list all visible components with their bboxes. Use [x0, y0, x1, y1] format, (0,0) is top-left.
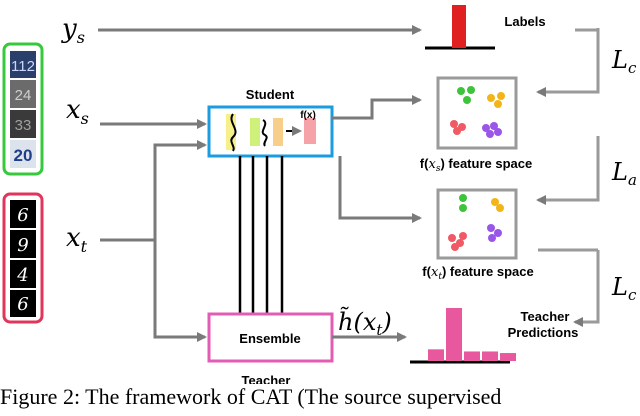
framework-diagram: 112 24 33 20 6 9 4 6 ys xs xt Student f(…	[2, 5, 637, 384]
prediction-bar	[446, 308, 462, 361]
target-feature-space	[436, 188, 518, 260]
teacher-predictions-title-1: Teacher	[521, 309, 570, 324]
target-digits-strip: 6 9 4 6	[2, 192, 44, 324]
target-feature-caption: f(xt) feature space	[422, 264, 533, 282]
source-digits-strip: 112 24 33 20	[2, 42, 44, 176]
teacher-predictions-chart	[410, 308, 516, 364]
student-box: Student f(x)	[207, 87, 334, 158]
xt-arrow-to-ensemble	[153, 240, 207, 342]
labels-title: Labels	[504, 14, 545, 29]
source-digit-0: 112	[11, 58, 35, 75]
prediction-bar	[482, 351, 498, 361]
fx-label: f(x)	[300, 110, 316, 121]
labels-chart: Labels	[425, 5, 546, 50]
student-to-source-feature-arrow	[332, 95, 422, 120]
loss-lc-bottom: Lc	[611, 273, 637, 304]
source-digit-2: 33	[15, 117, 32, 134]
xt-label: xt	[66, 223, 88, 256]
ys-label: ys	[61, 14, 85, 47]
loss-lc-top: Lc	[611, 46, 637, 77]
prediction-bar	[500, 353, 516, 361]
loss-la: La	[611, 158, 637, 189]
target-digit-3: 6	[17, 294, 28, 315]
prediction-bar	[428, 349, 444, 361]
student-ensemble-links	[238, 156, 284, 314]
teacher-predictions-title-2: Predictions	[508, 325, 579, 340]
source-digit-3: 20	[14, 146, 33, 165]
htilde-label: h̃(xt)	[338, 307, 392, 339]
student-to-target-feature-arrow	[338, 156, 422, 223]
student-title: Student	[246, 87, 295, 102]
source-digit-1: 24	[15, 87, 32, 104]
target-digit-2: 4	[16, 265, 28, 286]
teacher-label: Teacher	[242, 373, 291, 384]
xs-label: xs	[66, 95, 89, 128]
target-digit-1: 9	[17, 235, 28, 256]
loss-brackets	[536, 28, 600, 327]
target-digit-0: 6	[17, 205, 28, 226]
xt-arrow-to-student	[100, 140, 207, 242]
source-feature-caption: f(xs) feature space	[420, 156, 532, 174]
ensemble-label: Ensemble	[239, 331, 300, 346]
source-feature-space	[436, 76, 518, 150]
figure-caption: Figure 2: The framework of CAT (The sour…	[0, 384, 502, 409]
prediction-bar	[464, 351, 480, 361]
